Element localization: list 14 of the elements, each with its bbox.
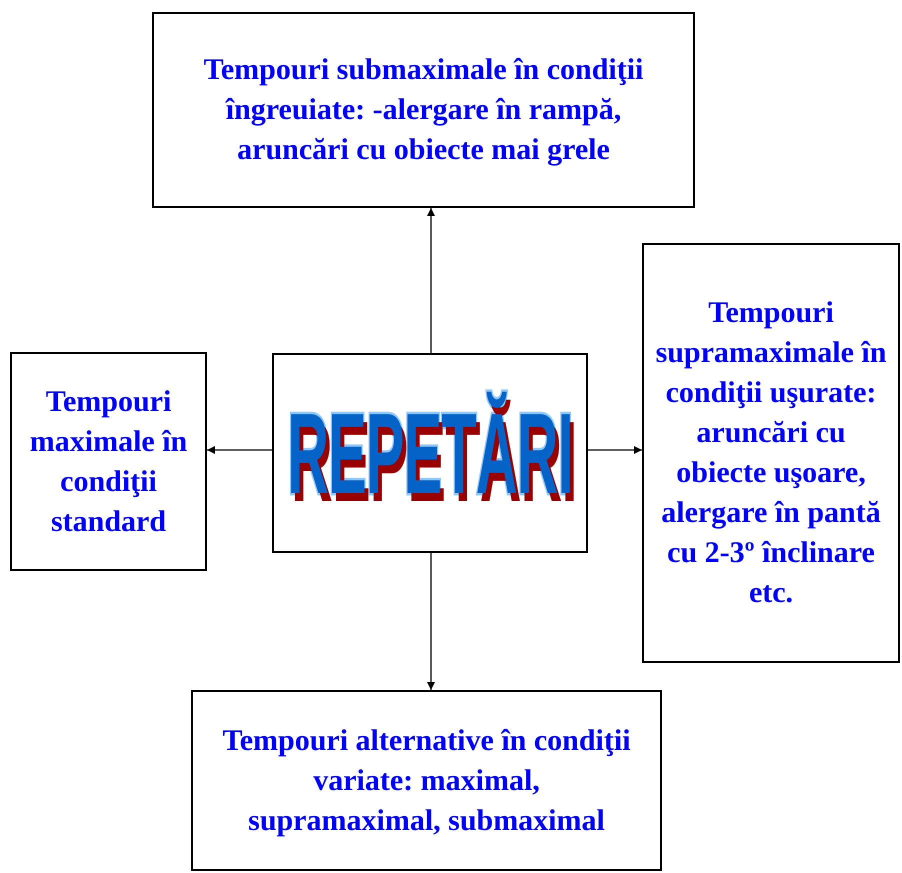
box-text: Tempouri supramaximale în condiţii uşurate: aruncări cu obiecte uşoare, alergare în pantă cu 2-3º înclinare etc. [654, 295, 888, 611]
text-box [152, 12, 695, 208]
wordart-title: REPETĂRI [287, 388, 573, 519]
text-box [10, 352, 207, 571]
arrow [427, 208, 435, 353]
arrow [588, 446, 642, 454]
box-text: Tempouri submaximale în condiţii îngreuiate: -alergare în rampă, aruncări cu obiecte mai grele [202, 52, 644, 168]
text-box [191, 690, 662, 871]
text-box [642, 243, 900, 663]
arrow [207, 446, 272, 454]
arrow [427, 553, 435, 690]
box-text: Tempouri maximale în condiţii standard [28, 384, 188, 540]
box-text: Tempouri alternative în condiţii variate: maximal, supramaximal, submaximal [221, 722, 632, 838]
title-box [272, 353, 588, 553]
